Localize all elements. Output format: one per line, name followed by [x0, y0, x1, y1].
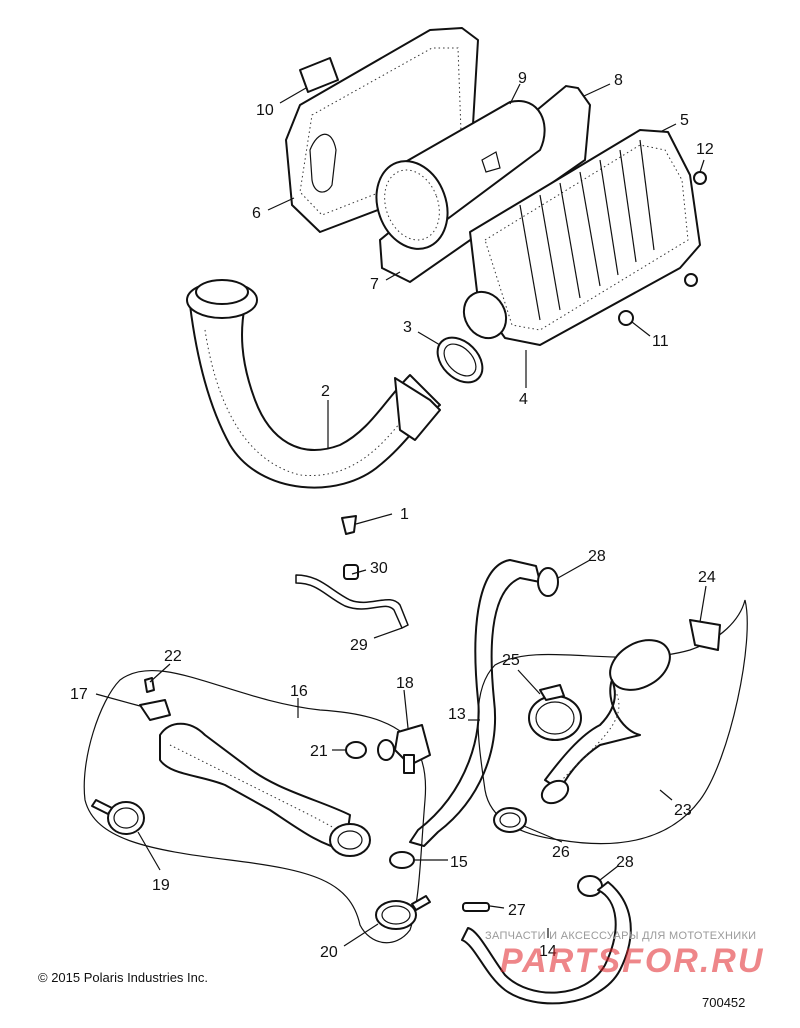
- part-o-ring-b: [577, 875, 603, 897]
- part-screw: [693, 171, 707, 185]
- callout-15: 15: [450, 854, 468, 871]
- callout-28-bottom: 28: [616, 854, 634, 871]
- part-clamp-20: [375, 895, 431, 930]
- callouts: 1 2 3 4 5 6 7 8 9 10 11 12 13 14 15 16 1…: [70, 70, 716, 961]
- callout-7: 7: [370, 276, 379, 293]
- callout-16: 16: [290, 683, 308, 700]
- callout-11: 11: [652, 333, 669, 350]
- part-ring-21: [345, 741, 367, 759]
- callout-22: 22: [164, 648, 182, 665]
- callout-10: 10: [256, 102, 274, 119]
- callout-19: 19: [152, 877, 170, 894]
- part-clip: [341, 515, 357, 535]
- part-bolt: [618, 310, 634, 326]
- callout-30: 30: [370, 560, 388, 577]
- callout-27: 27: [508, 902, 526, 919]
- part-tube-27: [462, 902, 490, 912]
- part-o-ring: [537, 567, 559, 597]
- callout-17: 17: [70, 686, 88, 703]
- part-hose-14: [461, 881, 632, 1005]
- part-bracket: [139, 699, 171, 721]
- callout-4: 4: [519, 391, 528, 408]
- copyright: © 2015 Polaris Industries Inc.: [38, 970, 208, 985]
- callout-21: 21: [310, 743, 328, 760]
- part-breather-hose: [295, 564, 409, 629]
- callout-23: 23: [674, 802, 692, 819]
- callout-1: 1: [400, 506, 409, 523]
- callout-28-top: 28: [588, 548, 606, 565]
- callout-2: 2: [321, 383, 330, 400]
- leader-lines: [95, 83, 707, 947]
- part-bolt: [684, 273, 698, 287]
- part-decal: [299, 57, 339, 93]
- part-duct-hose: [159, 722, 371, 857]
- callout-20: 20: [320, 944, 338, 961]
- part-ring-21b: [377, 739, 395, 761]
- part-air-filter: [375, 99, 546, 250]
- callout-26: 26: [552, 844, 570, 861]
- callout-8: 8: [614, 72, 623, 89]
- part-valve: [394, 724, 431, 774]
- part-duct-23: [540, 639, 671, 805]
- part-hose-clamp: [436, 336, 484, 384]
- callout-9: 9: [518, 70, 527, 87]
- callout-25: 25: [502, 652, 520, 669]
- callout-13: 13: [448, 706, 466, 723]
- part-screw-22: [144, 677, 155, 693]
- callout-5: 5: [680, 112, 689, 129]
- part-clamp-25: [528, 684, 582, 741]
- part-hose-long: [409, 559, 541, 847]
- watermark-logo: PARTSFOR.RU: [500, 942, 765, 980]
- watermark-text: ЗАПЧАСТИ И АКСЕССУАРЫ ДЛЯ МОТОТЕХНИКИ: [485, 930, 757, 942]
- callout-29: 29: [350, 637, 368, 654]
- part-clamp-26: [493, 807, 527, 833]
- callout-3: 3: [403, 319, 412, 336]
- callout-24: 24: [698, 569, 716, 586]
- diagram-id: 700452: [702, 995, 746, 1010]
- part-bracket-24: [689, 619, 721, 651]
- part-clamp-19: [91, 799, 145, 835]
- part-intake-duct: [186, 279, 441, 489]
- part-clamp-15: [389, 851, 415, 869]
- callout-6: 6: [252, 205, 261, 222]
- part-airbox-base: [462, 129, 701, 346]
- callout-12: 12: [696, 141, 714, 158]
- callout-14: 14: [539, 943, 557, 960]
- callout-18: 18: [396, 675, 414, 692]
- group-outline-16: [83, 670, 427, 944]
